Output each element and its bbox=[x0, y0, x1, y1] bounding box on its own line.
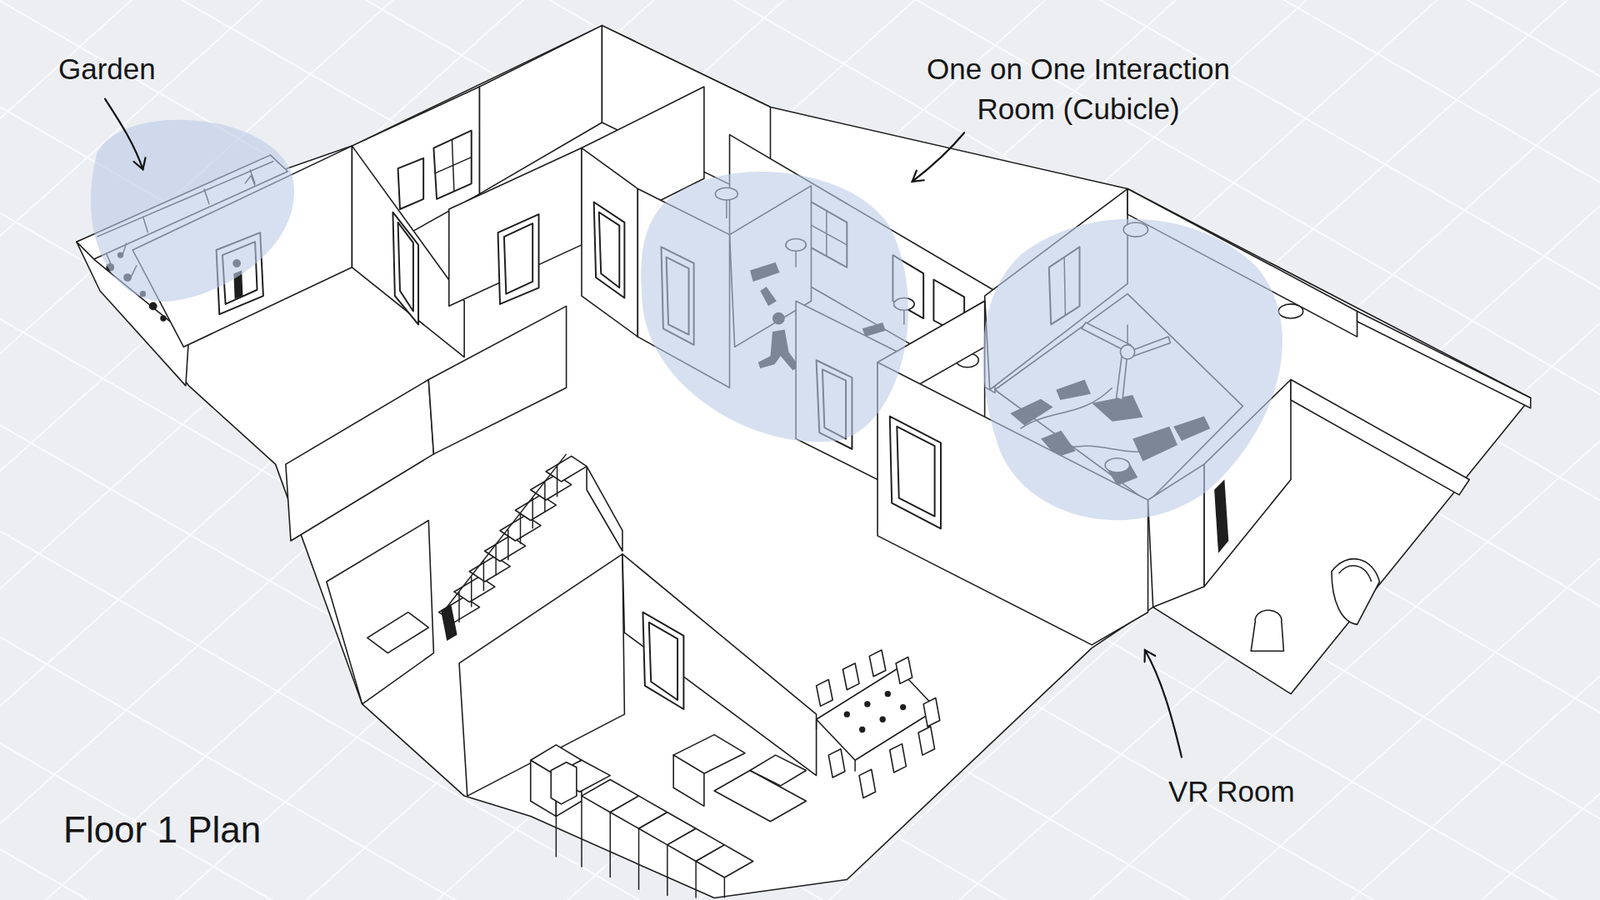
leader-arrow bbox=[1145, 650, 1182, 758]
room-callout: Garden bbox=[58, 49, 156, 90]
leader-arrow bbox=[105, 99, 143, 170]
plan-title: Floor 1 Plan bbox=[63, 806, 261, 854]
text-anchor: One on One Interaction Room (Cubicle) bbox=[895, 49, 1262, 130]
text-anchor: VR Room bbox=[1168, 771, 1295, 812]
leader-arrow bbox=[912, 132, 965, 182]
garden-highlight bbox=[90, 120, 295, 302]
floor-slab bbox=[76, 25, 1531, 899]
vr-room bbox=[877, 189, 1358, 645]
text-anchor: Garden bbox=[58, 49, 156, 90]
kitchen bbox=[459, 554, 817, 899]
room-callout: One on One Interaction Room (Cubicle) bbox=[895, 49, 1262, 130]
vr-highlight bbox=[982, 219, 1283, 520]
dining-table bbox=[816, 650, 940, 799]
room-callout: VR Room bbox=[1168, 771, 1295, 812]
cubicle-highlight bbox=[640, 171, 909, 442]
text-anchor: Floor 1 Plan bbox=[63, 806, 261, 854]
